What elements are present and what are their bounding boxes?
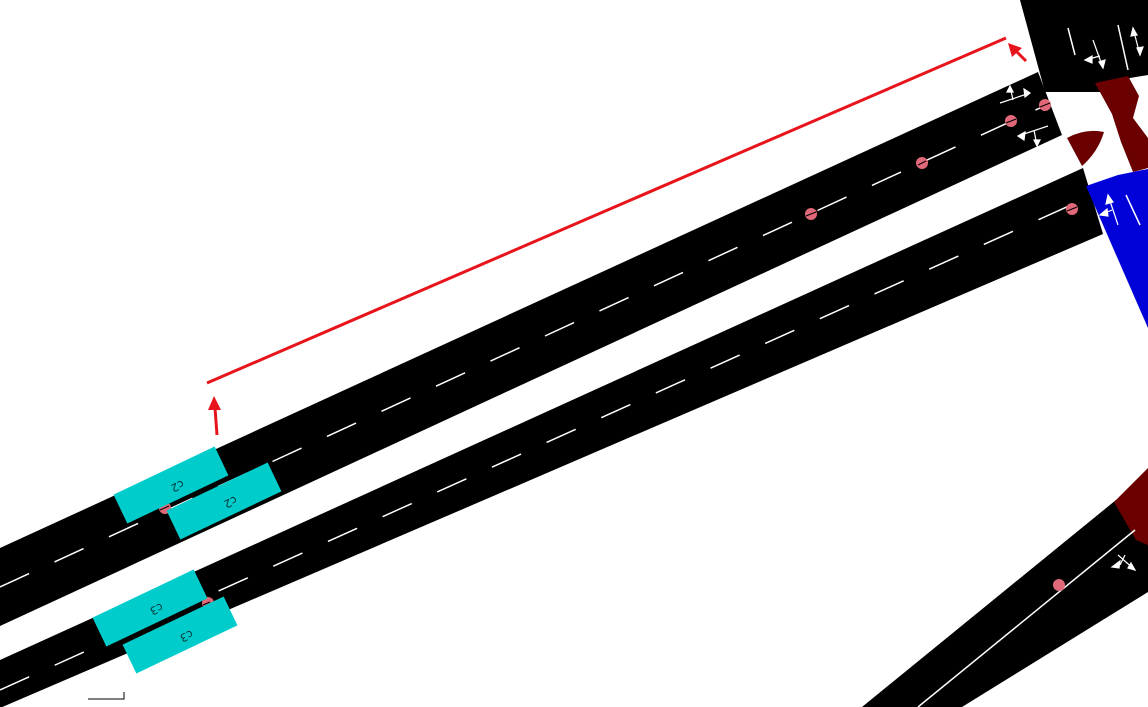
road-bottom-right[interactable] bbox=[862, 500, 1148, 707]
road-top-right[interactable] bbox=[1020, 0, 1148, 92]
lane-arrow-icon bbox=[1130, 26, 1144, 57]
lane-arrow-icon bbox=[999, 84, 1032, 104]
lane-divider-bottom-right bbox=[917, 529, 1136, 707]
lane-arrow-icon bbox=[1083, 39, 1106, 70]
lane-arrows-layer bbox=[999, 26, 1144, 571]
junction-dark-red-lobe[interactable] bbox=[1067, 130, 1104, 166]
vehicle-label: c3 bbox=[148, 600, 165, 617]
lane-arrow-icon bbox=[1016, 125, 1049, 148]
junctions-layer bbox=[1067, 76, 1148, 545]
lane-line-top-2 bbox=[1117, 24, 1129, 71]
route-line[interactable] bbox=[206, 36, 1007, 385]
detector[interactable] bbox=[1005, 115, 1017, 127]
junction-dark-red-bottom[interactable] bbox=[1114, 468, 1148, 545]
route-start-arrow-icon bbox=[208, 396, 221, 436]
route-layer bbox=[206, 36, 1028, 436]
detector[interactable] bbox=[805, 208, 817, 220]
route-end-arrow-icon bbox=[1008, 43, 1028, 63]
lane-arrow-icon bbox=[1098, 193, 1119, 226]
vehicle-label: c3 bbox=[178, 627, 195, 644]
lane-line-blue-1 bbox=[1125, 194, 1141, 226]
vehicle-label: c2 bbox=[169, 477, 186, 494]
road-lower[interactable] bbox=[0, 168, 1103, 707]
road-upper[interactable] bbox=[0, 72, 1062, 626]
junction-blue[interactable] bbox=[1086, 169, 1148, 328]
vehicle-c3[interactable]: c3 bbox=[92, 569, 208, 647]
detector[interactable] bbox=[1053, 579, 1065, 591]
vehicle-c2[interactable]: c2 bbox=[166, 462, 282, 540]
detector[interactable] bbox=[1039, 99, 1051, 111]
detector[interactable] bbox=[916, 157, 928, 169]
vehicle-c2[interactable]: c2 bbox=[113, 446, 229, 524]
vehicles-layer: c2 c2 c3 c3 bbox=[92, 446, 282, 674]
vehicle-c3[interactable]: c3 bbox=[122, 596, 238, 674]
detector[interactable] bbox=[1066, 203, 1078, 215]
lane-line-top-1 bbox=[1067, 27, 1076, 56]
scale-bar bbox=[88, 692, 125, 700]
lane-divider-upper bbox=[0, 107, 1041, 588]
lane-arrow-icon bbox=[1110, 554, 1137, 571]
junction-dark-red-top[interactable] bbox=[1095, 76, 1148, 172]
vehicle-label: c2 bbox=[222, 493, 239, 510]
detectors-layer bbox=[159, 99, 1078, 609]
